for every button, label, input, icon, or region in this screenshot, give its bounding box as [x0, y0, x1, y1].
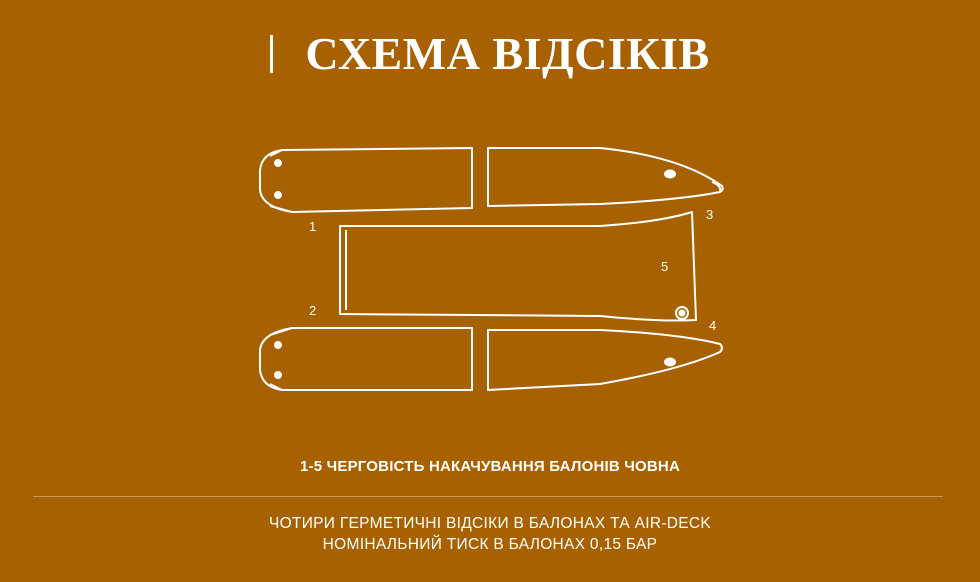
- inflation-order-caption: 1-5 ЧЕРГОВІСТЬ НАКАЧУВАННЯ БАЛОНІВ ЧОВНА: [300, 458, 680, 475]
- page-title: СХЕМА ВІДСІКІВ: [305, 28, 710, 79]
- label-5: 5: [661, 259, 668, 274]
- title-accent-bar: [270, 35, 274, 73]
- top-tube-bow-section: [487, 147, 724, 207]
- info-line-compartments: ЧОТИРИ ГЕРМЕТИЧНІ ВІДСІКИ В БАЛОНАХ ТА A…: [268, 515, 712, 532]
- top-valve-lower: [274, 191, 282, 199]
- bottom-valve-upper: [274, 341, 282, 349]
- info-line-pressure: НОМІНАЛЬНИЙ ТИСК В БАЛОНАХ 0,15 БАР: [322, 536, 658, 553]
- bottom-tube-valve-notch: [269, 327, 293, 391]
- divider: [33, 496, 943, 497]
- label-3: 3: [706, 207, 713, 222]
- bottom-valve-lower: [274, 371, 282, 379]
- top-bow-tip: [711, 181, 722, 193]
- deck-valve-inner: [678, 309, 686, 317]
- top-bow-valve: [664, 169, 676, 179]
- label-4: 4: [709, 318, 716, 333]
- bottom-tube-bow-section: [487, 329, 723, 391]
- air-deck-floor: [339, 211, 697, 322]
- top-valve-upper: [274, 159, 282, 167]
- deck-valve-outer: [675, 306, 689, 320]
- bottom-bow-valve: [664, 357, 676, 367]
- label-2: 2: [309, 303, 316, 318]
- compartment-diagram: 1 2 3 4 5: [259, 147, 724, 391]
- top-tube-valve-notch: [269, 149, 293, 213]
- title-block: СХЕМА ВІДСІКІВ: [0, 24, 980, 84]
- bottom-tube-stern-section: [259, 327, 473, 391]
- top-tube-stern-section: [259, 147, 473, 213]
- label-1: 1: [309, 219, 316, 234]
